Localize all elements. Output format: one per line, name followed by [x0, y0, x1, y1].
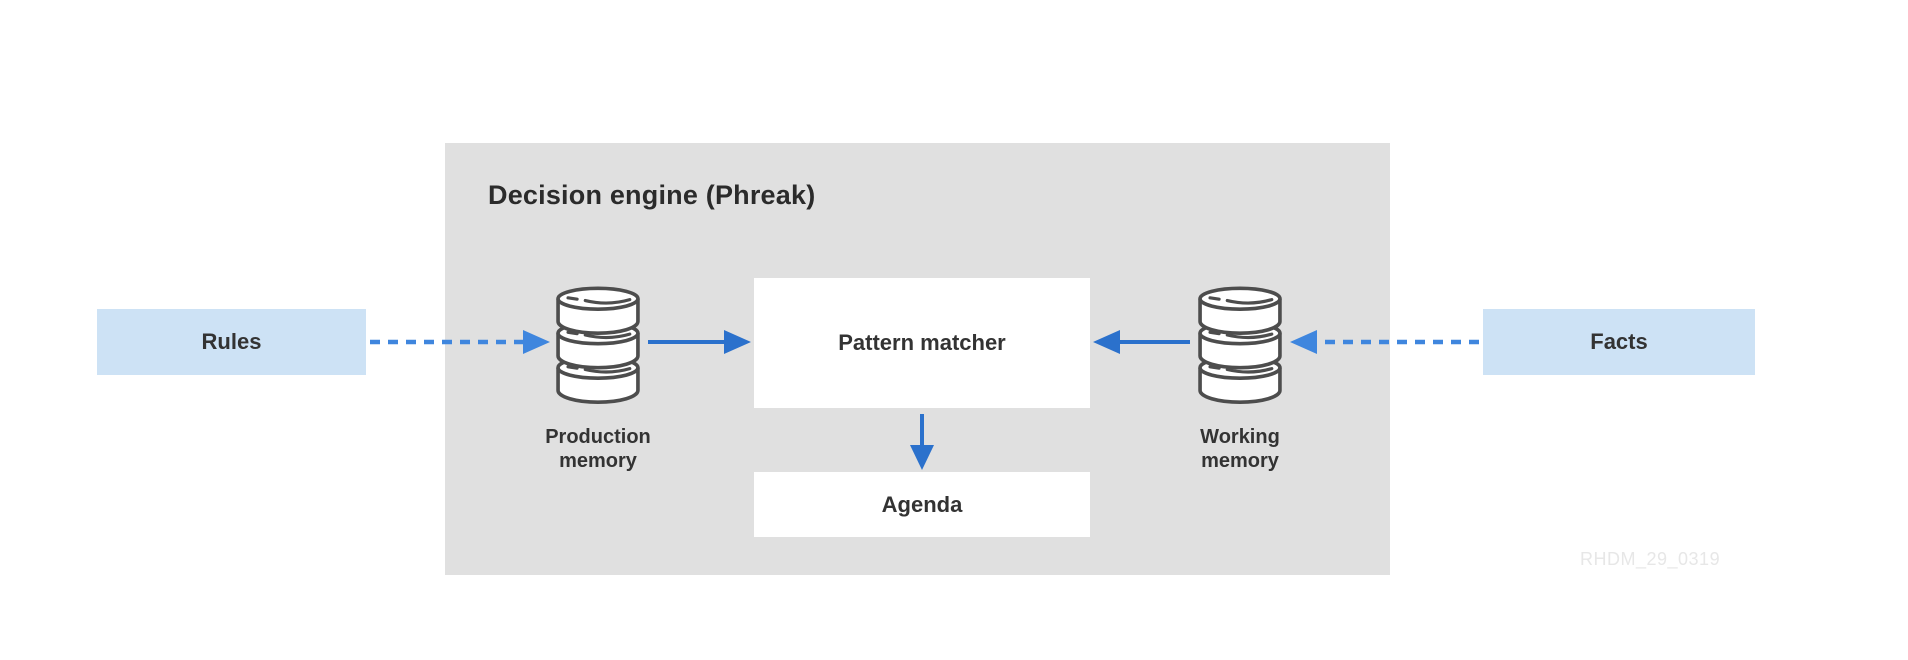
node-rules: Rules	[97, 309, 366, 375]
node-pattern-matcher-label: Pattern matcher	[838, 330, 1006, 355]
watermark: RHDM_29_0319	[1580, 549, 1721, 569]
production-memory-database-icon	[556, 286, 640, 404]
working-memory-database-icon	[1198, 286, 1282, 404]
node-facts: Facts	[1483, 309, 1755, 375]
node-facts-label: Facts	[1590, 329, 1648, 354]
node-pattern-matcher: Pattern matcher	[754, 278, 1090, 408]
working-memory-label: Working memory	[1200, 426, 1280, 472]
node-agenda: Agenda	[754, 472, 1090, 537]
panel-title: Decision engine (Phreak)	[488, 180, 816, 210]
node-rules-label: Rules	[201, 329, 262, 354]
production-memory-label: Production memory	[545, 426, 651, 472]
node-agenda-label: Agenda	[881, 491, 963, 517]
